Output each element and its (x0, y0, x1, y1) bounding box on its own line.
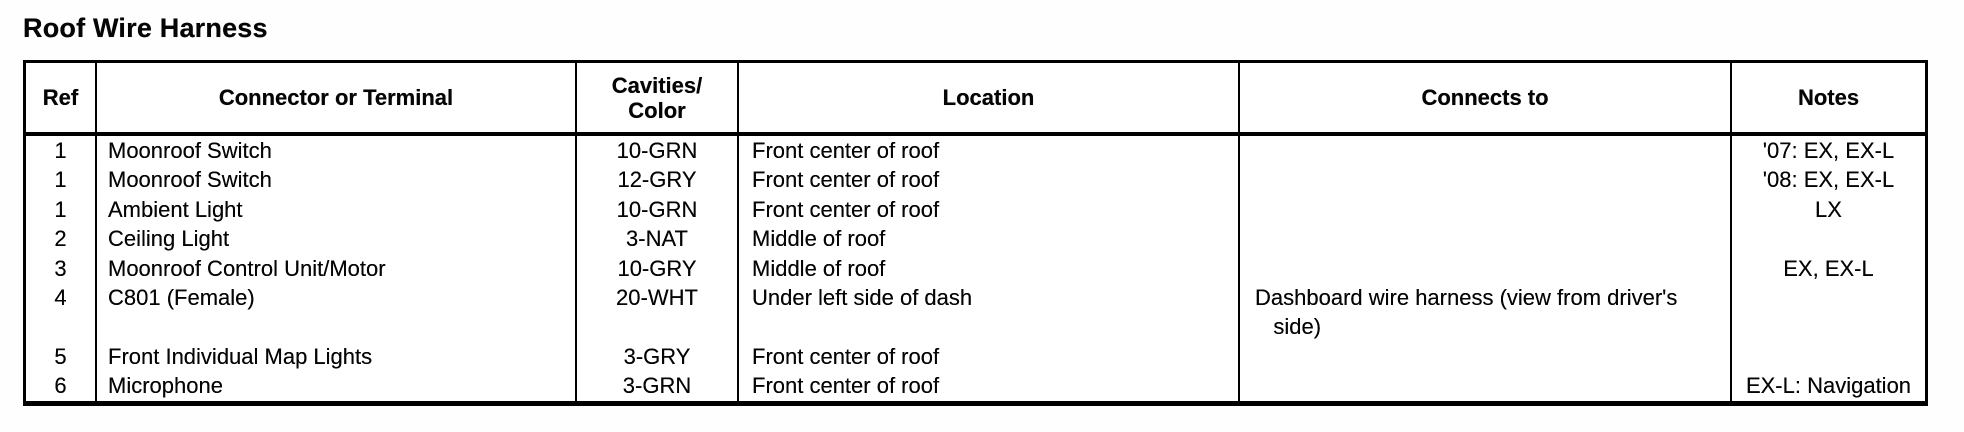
cell-location: Under left side of dash (739, 282, 1240, 342)
cell-ref: 1 (26, 194, 97, 225)
cell-ref (26, 312, 97, 342)
cell-cavities: 3-GRY (577, 341, 739, 372)
page-title: Roof Wire Harness (23, 13, 268, 43)
cell-connector: Moonroof Control Unit/Motor (97, 253, 577, 283)
cell-notes (1732, 312, 1925, 341)
header-ref: Ref (26, 63, 97, 132)
cell-location: Front center of roof (739, 341, 1240, 372)
table-header-row: Ref Connector or Terminal Cavities/ Colo… (26, 63, 1925, 136)
cell-cavities: 3-NAT (577, 224, 739, 254)
cell-location (739, 312, 1240, 342)
cell-connector: Front Individual Map Lights (97, 341, 577, 372)
cell-notes: LX (1815, 196, 1842, 222)
cell-connects (1240, 224, 1732, 254)
cell-connects: Dashboard wire harness (view from driver… (1240, 282, 1732, 342)
cell-location: Middle of roof (739, 224, 1240, 254)
cell-notes: '07: EX, EX-L (1762, 138, 1895, 163)
cell-location: Front center of roof (739, 136, 1240, 166)
cell-notes: EX, EX-L (1783, 255, 1874, 281)
cell-location: Front center of roof (739, 371, 1240, 401)
cell-location: Front center of roof (739, 194, 1240, 225)
cell-notes (1732, 224, 1925, 253)
cell-connects (1240, 341, 1732, 372)
cell-connector: Ceiling Light (97, 224, 577, 254)
cell-connector (97, 312, 577, 342)
header-notes: Notes (1797, 85, 1860, 110)
cell-cavities: 10-GRN (577, 136, 739, 166)
cell-cavities: 10-GRN (577, 194, 739, 225)
cell-connector: Moonroof Switch (97, 136, 577, 166)
cell-connector: Ambient Light (97, 194, 577, 225)
table-row (26, 312, 1925, 342)
cell-connects (1240, 371, 1732, 401)
cell-connects (1240, 312, 1732, 342)
header-cavities-color: Cavities/ Color (577, 63, 739, 132)
cell-connector: Microphone (97, 371, 577, 401)
cell-notes: '08: EX, EX-L (1762, 167, 1895, 193)
header-location: Location (739, 63, 1240, 132)
cell-ref: 1 (26, 165, 97, 195)
cell-cavities (577, 312, 739, 342)
cell-ref: 1 (26, 136, 97, 166)
cell-connects (1240, 194, 1732, 225)
cell-cavities: 12-GRY (577, 165, 739, 195)
cell-connects (1240, 253, 1732, 283)
cell-ref: 6 (26, 371, 97, 401)
cell-ref: 5 (26, 341, 97, 372)
cell-notes (1732, 342, 1925, 371)
cell-location: Middle of roof (739, 253, 1240, 283)
cell-notes: EX-L: Navigation (1745, 373, 1912, 399)
cell-cavities: 3-GRN (577, 371, 739, 401)
header-connector: Connector or Terminal (97, 63, 577, 132)
cell-connector: Moonroof Switch (97, 165, 577, 195)
cell-ref: 3 (26, 253, 97, 283)
roof-wire-harness-table: Ref Connector or Terminal Cavities/ Colo… (23, 60, 1928, 406)
cell-ref: 2 (26, 224, 97, 254)
cell-connects (1240, 136, 1732, 166)
header-connects-to: Connects to (1240, 63, 1732, 132)
cell-location: Front center of roof (739, 165, 1240, 195)
cell-cavities: 10-GRY (577, 253, 739, 283)
cell-connects (1240, 165, 1732, 195)
